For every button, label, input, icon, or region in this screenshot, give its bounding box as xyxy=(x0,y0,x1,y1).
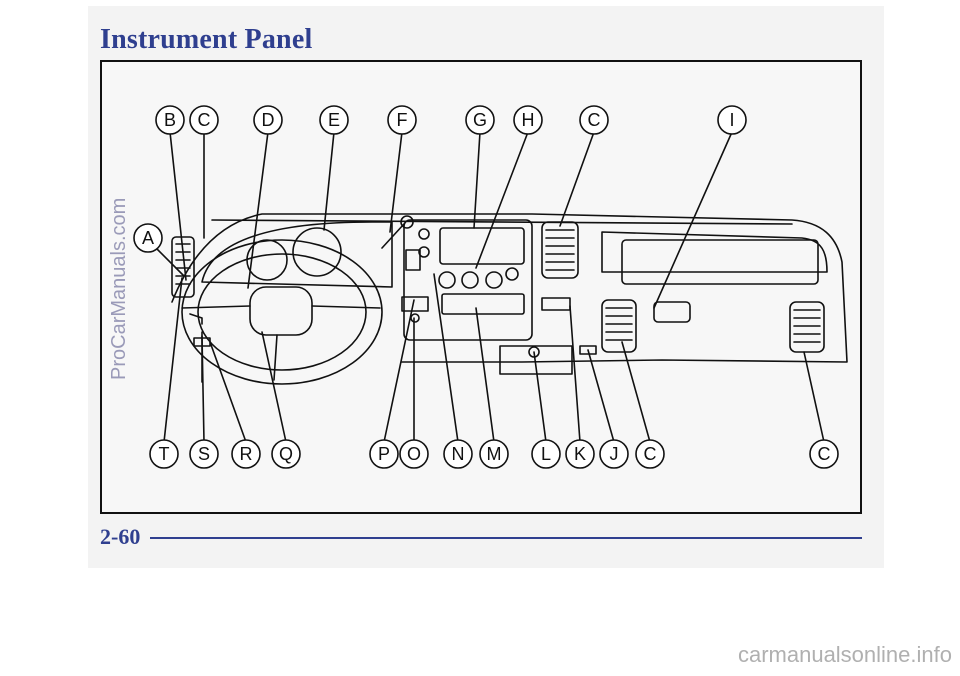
callout-i: I xyxy=(729,110,734,130)
page-rule xyxy=(150,537,862,539)
callout-k: K xyxy=(574,444,586,464)
radio-display xyxy=(439,227,525,265)
callout-h: H xyxy=(522,110,535,130)
callout-circles xyxy=(133,105,839,469)
turn-signal-lever xyxy=(189,313,203,325)
left-vent xyxy=(171,236,195,298)
speedometer xyxy=(292,227,342,277)
page-number: 2-60 xyxy=(100,524,141,549)
site-watermark: carmanualsonline.info xyxy=(737,642,952,667)
callout-c-top-1: C xyxy=(198,110,211,130)
callout-b: B xyxy=(164,110,176,130)
dash-top-line xyxy=(211,219,793,225)
headlamp-switch xyxy=(401,296,429,312)
lower-console xyxy=(499,345,573,375)
callout-s: S xyxy=(198,444,210,464)
steering-hub xyxy=(249,286,313,336)
callout-r: R xyxy=(240,444,253,464)
center-stack xyxy=(403,219,533,341)
callout-c-bottom-1: C xyxy=(644,444,657,464)
center-vent xyxy=(541,221,579,279)
right-center-vent xyxy=(601,299,637,353)
callout-m: M xyxy=(487,444,502,464)
callout-o: O xyxy=(407,444,421,464)
callout-p: P xyxy=(378,444,390,464)
page-title: Instrument Panel xyxy=(100,24,313,55)
callout-n: N xyxy=(452,444,465,464)
callout-a: A xyxy=(142,228,154,248)
callout-c-top-2: C xyxy=(588,110,601,130)
dash-outline xyxy=(171,213,848,363)
callout-g: G xyxy=(473,110,487,130)
callout-f: F xyxy=(397,110,408,130)
callout-e: E xyxy=(328,110,340,130)
callout-t: T xyxy=(159,444,170,464)
four-wd-switch xyxy=(405,249,421,271)
shift-lever xyxy=(381,223,405,249)
callout-c-bottom-2: C xyxy=(818,444,831,464)
callout-j: J xyxy=(610,444,619,464)
instrument-panel-illustration: B C D E F G H C I A T S R Q P O N M L K … xyxy=(133,105,848,469)
glovebox-frame xyxy=(601,231,828,273)
passenger-airbag-door xyxy=(621,239,819,285)
callout-l: L xyxy=(541,444,551,464)
glovebox-latch xyxy=(653,301,691,323)
cluster-housing xyxy=(201,221,393,288)
side-watermark: ProCarManuals.com xyxy=(108,120,132,380)
steering-wheel-inner xyxy=(197,253,367,371)
callout-q: Q xyxy=(279,444,293,464)
right-vent xyxy=(789,301,825,353)
instrument-panel-figure: B C D E F G H C I A T S R Q P O N M L K … xyxy=(100,60,862,514)
steering-wheel xyxy=(181,239,383,385)
ashtray xyxy=(441,293,525,315)
callout-d: D xyxy=(262,110,275,130)
side-watermark-text: ProCarManuals.com xyxy=(108,197,130,380)
